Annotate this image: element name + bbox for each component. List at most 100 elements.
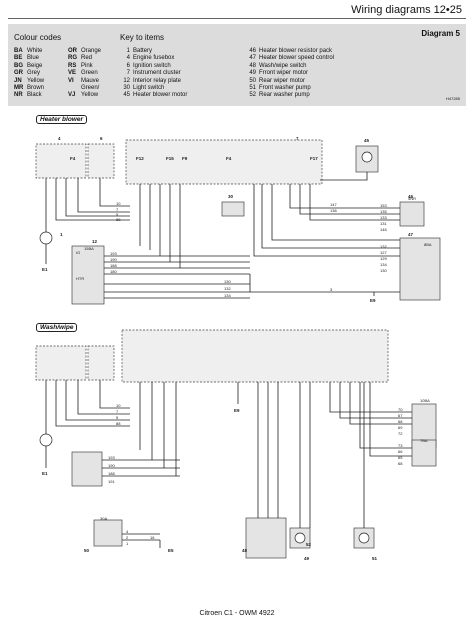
key-item-text: Ignition switch: [133, 62, 171, 69]
wire-number: 129: [380, 256, 387, 261]
colour-name: Brown: [27, 85, 45, 92]
key-item-text: Front washer pump: [259, 85, 311, 92]
connector-label: HTR: [76, 276, 84, 281]
ignition-switch-outline: [87, 143, 115, 179]
colour-name: Mauve: [81, 77, 100, 84]
light-switch-30: [221, 201, 245, 217]
key-item-text: Instrument cluster: [133, 70, 181, 77]
connector-label: 15BA: [84, 246, 94, 251]
ww-fusebox-4-outline: [35, 345, 87, 381]
colour-name: Blue: [27, 55, 40, 62]
header-rule: [8, 18, 466, 19]
section-label-heater-blower: Heater blower: [36, 115, 87, 124]
connector-label: 30A: [100, 516, 107, 521]
fuse-label: F4: [226, 156, 232, 161]
wire-number: 5: [116, 212, 119, 217]
wire-number: 16: [150, 535, 155, 540]
key-item-number: 7: [126, 70, 130, 77]
colour-name: White: [27, 48, 43, 54]
connector-label: IG: [76, 250, 80, 255]
wire-number: 135: [380, 209, 387, 214]
diagram-label: Diagram 5: [421, 29, 460, 38]
wire-number: 69: [398, 425, 403, 430]
ww-switch-48: [245, 517, 287, 559]
wire-number: 3: [330, 287, 333, 292]
wire-number: 132: [224, 286, 231, 291]
speed-control-47: [399, 237, 441, 301]
wire-number: 68: [398, 419, 403, 424]
key-item-number: 51: [249, 85, 256, 92]
motor-symbol-icon: [361, 151, 373, 163]
colour-name: Green: [81, 70, 98, 77]
wire-number: 5: [116, 415, 119, 420]
component-tag: 6: [100, 136, 103, 141]
wire-number: 136: [330, 208, 337, 213]
wire-number: 131: [380, 221, 387, 226]
colour-name: Orange: [81, 48, 102, 54]
colour-code: OR: [68, 48, 77, 54]
wire-number: 2: [126, 535, 129, 540]
relay-plate-outline: [125, 139, 323, 185]
fusebox-4-outline: [35, 143, 87, 179]
key-item-text: Battery: [133, 48, 153, 54]
colour-code-row: VE Green: [68, 70, 111, 77]
wire-number: 134: [380, 262, 387, 267]
key-item-number: 52: [249, 92, 256, 99]
colour-code: RS: [68, 62, 77, 69]
key-item-text: Rear wiper motor: [259, 77, 306, 84]
pump-motor-icon: [358, 532, 370, 544]
component-tag: 1: [60, 232, 63, 237]
wire-number: 153: [380, 203, 387, 208]
key-item-text: Rear washer pump: [259, 92, 310, 99]
component-tag: 46: [408, 194, 414, 199]
wire-number: 10: [116, 201, 121, 206]
colour-code: RG: [68, 55, 77, 62]
colour-codes-title: Colour codes: [14, 33, 62, 42]
fuse-label: F17: [310, 156, 318, 161]
wire-number: 72: [398, 431, 403, 436]
section-label-wash-wipe: Wash/wipe: [36, 323, 78, 332]
colour-code: BG: [14, 62, 23, 69]
wire-number: 7: [116, 409, 119, 414]
component-tag: 49: [304, 556, 310, 561]
battery-icon: [39, 231, 53, 245]
key-item-text: Heater blower resistor pack: [259, 48, 333, 54]
wire-number: 73: [398, 443, 403, 448]
key-item-number: 12: [123, 77, 130, 84]
page-header-title: Wiring diagrams 12•25: [351, 4, 462, 16]
connector-label: 8BA: [424, 242, 432, 247]
wire-number: 88: [116, 217, 121, 222]
key-to-items-title: Key to items: [120, 33, 165, 42]
key-item-number: 50: [249, 77, 256, 84]
key-item-text: Wash/wipe switch: [259, 62, 307, 69]
key-item-text: Interior relay plate: [133, 77, 182, 84]
fuse-label: F12: [136, 156, 144, 161]
key-item-text: Heater blower motor: [133, 92, 188, 99]
colour-code: VE: [68, 70, 77, 77]
wire-number: 180: [110, 269, 117, 274]
interior-relay-plate-12: [71, 245, 105, 305]
key-item-number: 30: [123, 85, 130, 92]
ww-ignition-switch-outline: [87, 345, 115, 381]
wire-number: 4: [126, 529, 129, 534]
component-tag: 50: [84, 548, 90, 553]
fuse-label: F15: [166, 156, 174, 161]
colour-code: MR: [14, 85, 24, 92]
key-item-number: 48: [249, 62, 256, 69]
